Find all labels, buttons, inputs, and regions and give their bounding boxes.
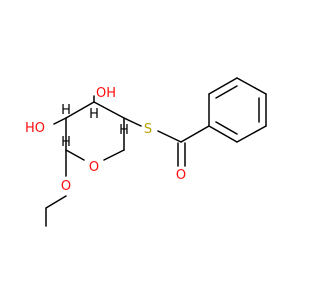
methoxy-oxygen-label: O bbox=[61, 179, 71, 194]
hydroxyl-label-left: HO bbox=[25, 121, 45, 136]
thioester-group bbox=[123, 117, 210, 167]
hydrogen-label: H bbox=[61, 103, 71, 118]
sulfur-label: S bbox=[144, 122, 152, 137]
ring-oxygen-label: O bbox=[89, 160, 99, 175]
hydroxyl-label-top: OH bbox=[96, 86, 116, 101]
pyran-ring bbox=[65, 101, 125, 161]
carbonyl-oxygen-label: O bbox=[176, 168, 186, 183]
structure-diagram: OH HO S O O O H H H H bbox=[25, 77, 267, 227]
benzene-ring bbox=[208, 77, 267, 143]
hydrogen-label: H bbox=[61, 135, 71, 150]
hydrogen-label: H bbox=[89, 107, 99, 122]
hydrogen-label: H bbox=[119, 123, 129, 138]
substituent-bonds bbox=[45, 95, 95, 227]
